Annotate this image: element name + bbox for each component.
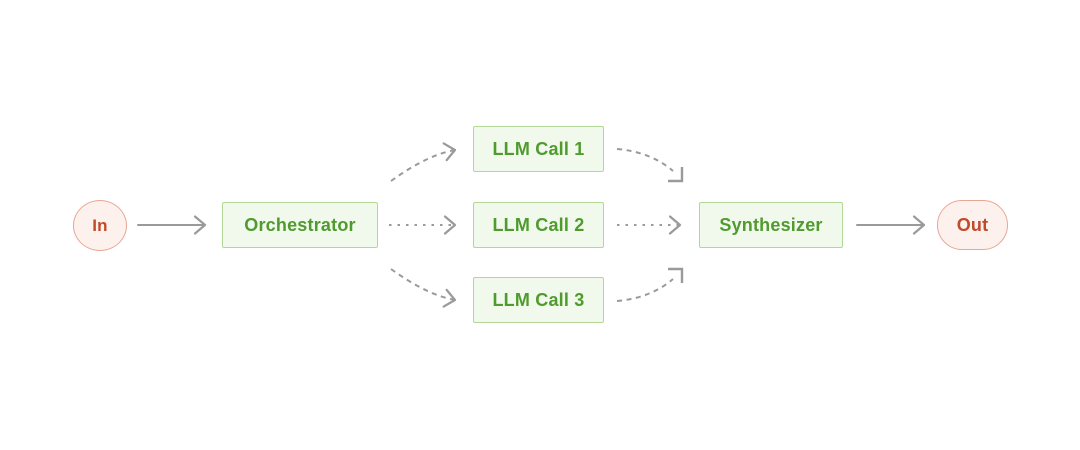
node-synthesizer: Synthesizer	[699, 202, 843, 248]
node-llm-call-2: LLM Call 2	[473, 202, 604, 248]
node-out-label: Out	[956, 214, 989, 235]
node-llm-call-3: LLM Call 3	[473, 277, 604, 323]
node-orchestrator: Orchestrator	[222, 202, 378, 248]
edge-llm-call-3-to-synthesizer	[616, 278, 674, 302]
node-llm-call-1-label: LLM Call 1	[492, 138, 585, 159]
node-in-label: In	[92, 215, 108, 235]
node-orchestrator-label: Orchestrator	[244, 214, 356, 235]
node-in: In	[73, 200, 127, 251]
edge-llm-call-1-arrowhead	[668, 167, 684, 183]
node-llm-call-2-label: LLM Call 2	[492, 214, 585, 235]
edge-orchestrator-to-llm-call-3	[390, 268, 457, 308]
node-llm-call-1: LLM Call 1	[473, 126, 604, 172]
edge-llm-call-1-to-synthesizer	[616, 148, 674, 172]
edge-llm-call-3-arrowhead	[668, 267, 684, 283]
edge-orchestrator-to-llm-call-1	[390, 142, 457, 182]
node-llm-call-3-label: LLM Call 3	[492, 289, 585, 310]
node-synthesizer-label: Synthesizer	[719, 214, 823, 235]
node-out: Out	[937, 200, 1008, 250]
